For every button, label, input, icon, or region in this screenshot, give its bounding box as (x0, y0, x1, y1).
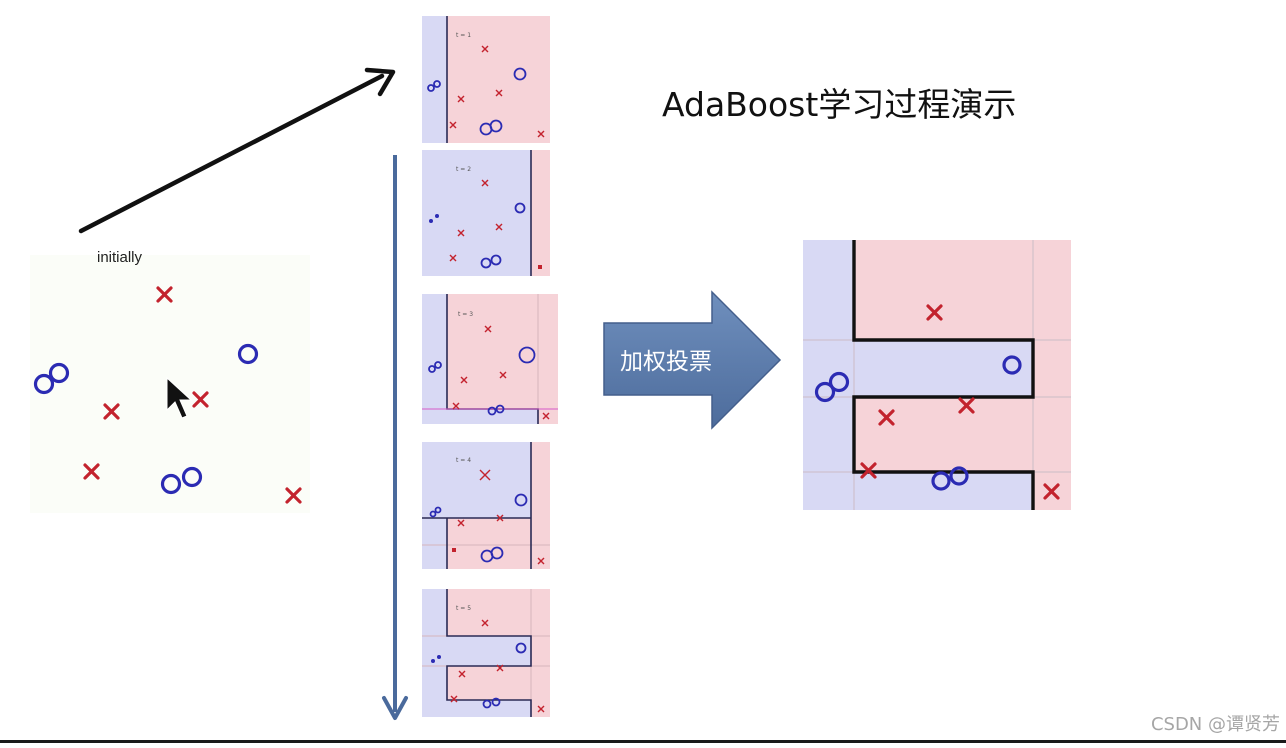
round-1-panel: t = 1 (422, 16, 550, 143)
round-4-panel: t = 4 (422, 442, 550, 569)
page-title: AdaBoost学习过程演示 (662, 85, 1017, 124)
right-arrow (78, 67, 396, 234)
vote-label: 加权投票 (620, 349, 712, 375)
cross-marker (192, 391, 209, 408)
cross-marker (103, 403, 120, 420)
initial-dataset (30, 255, 310, 513)
cursor-arrow-icon (166, 376, 193, 419)
circle-marker (160, 473, 182, 495)
circle-marker (237, 343, 259, 365)
initial-label: initially (97, 249, 143, 266)
cross-marker (83, 463, 100, 480)
decision-boundary (852, 240, 1035, 510)
round-label: t = 1 (456, 32, 471, 39)
round-3-panel: t = 3 (422, 294, 558, 424)
round-label: t = 2 (456, 166, 471, 173)
initial-circle-markers (33, 343, 259, 495)
watermark: CSDN @谭贤芳 (1150, 714, 1280, 735)
round-5-panel: t = 5 (422, 589, 550, 717)
initial-cross-markers (83, 286, 302, 504)
circle-marker (181, 466, 203, 488)
down-arrow (382, 155, 408, 720)
round-2-panel: t = 2 (422, 150, 550, 276)
circle-marker (48, 362, 70, 384)
round-label: t = 4 (456, 457, 471, 464)
vote-arrow (603, 290, 782, 430)
final-classifier-panel (803, 240, 1071, 510)
round-label: t = 5 (456, 605, 471, 612)
cross-marker (156, 286, 173, 303)
bottom-divider (0, 740, 1286, 743)
round-label: t = 3 (458, 311, 473, 318)
cross-marker (285, 487, 302, 504)
circle-marker (33, 373, 55, 395)
